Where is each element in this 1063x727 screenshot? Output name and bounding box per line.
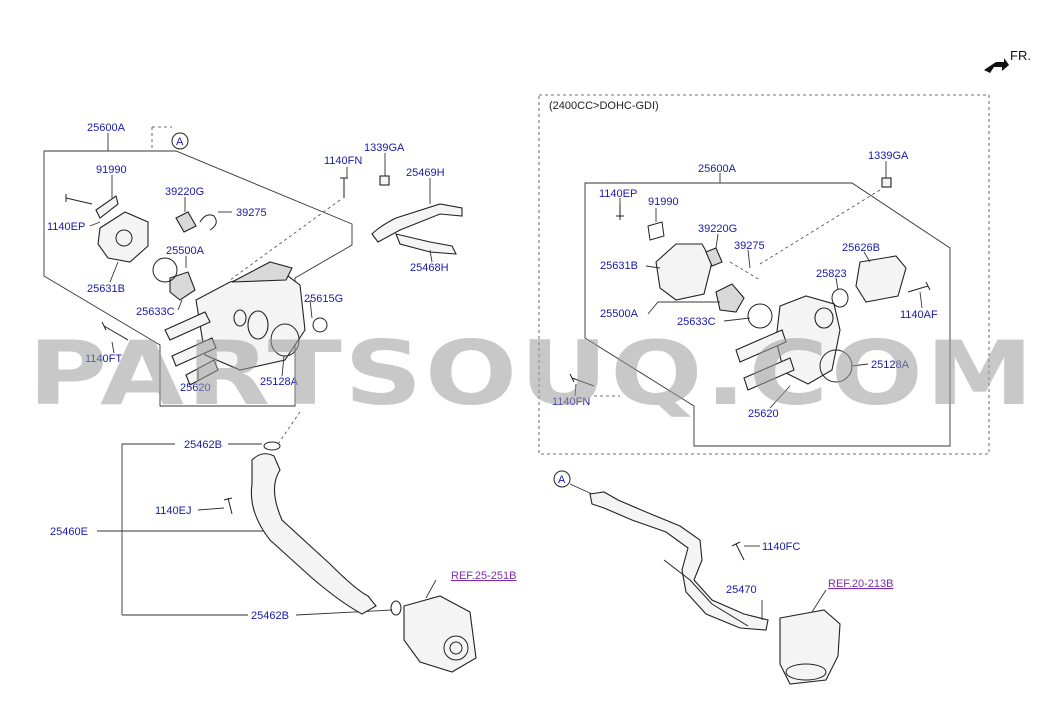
callout-circle-a-left[interactable] <box>171 132 189 150</box>
label-1140af[interactable]: 1140AF <box>900 309 938 321</box>
variant-label: (2400CC>DOHC-GDI) <box>549 100 659 112</box>
label-1140ep-right[interactable]: 1140EP <box>599 188 637 200</box>
label-1140ft[interactable]: 1140FT <box>85 353 122 365</box>
label-25823[interactable]: 25823 <box>816 268 847 280</box>
label-25631b-left[interactable]: 25631B <box>87 283 125 295</box>
label-25633c-right[interactable]: 25633C <box>677 316 716 328</box>
oring-25462b-top[interactable] <box>263 441 281 451</box>
label-1140ep-left[interactable]: 1140EP <box>47 221 85 233</box>
lower-right-pipe-assembly: A 1140FC 25470 REF.20-213B <box>553 470 893 685</box>
bolt-1140fn-right[interactable] <box>569 373 595 387</box>
water-outlet-cover-left[interactable] <box>97 211 149 263</box>
label-25460e[interactable]: 25460E <box>50 526 88 538</box>
hose-25468h[interactable] <box>395 233 457 255</box>
label-25620-right[interactable]: 25620 <box>748 408 779 420</box>
label-1140fn-left[interactable]: 1140FN <box>324 155 362 167</box>
coolant-pipe-25470[interactable] <box>589 491 769 631</box>
gasket-ring-left[interactable] <box>152 257 178 283</box>
bolt-1140ej[interactable] <box>223 497 233 515</box>
clip-left[interactable] <box>199 214 217 231</box>
bolt-1140fn-left[interactable] <box>340 177 348 198</box>
lower-left-hose-assembly: 25462B 1140EJ 25460E 25462B REF.25-251B <box>50 411 516 673</box>
label-25600a-left[interactable]: 25600A <box>87 122 126 134</box>
label-25470[interactable]: 25470 <box>726 584 757 596</box>
right-thermostat-assembly: (2400CC>DOHC-GDI) <box>538 94 990 455</box>
label-39275-right[interactable]: 39275 <box>734 240 765 252</box>
thermostat-right[interactable] <box>715 283 745 313</box>
label-25500a-right[interactable]: 25500A <box>600 308 639 320</box>
front-arrow-icon <box>984 58 1009 73</box>
bracket-91990-right[interactable] <box>647 221 665 241</box>
oring-25462b-bottom[interactable] <box>390 600 402 616</box>
bolt-1140ft[interactable] <box>101 321 129 341</box>
water-pump[interactable] <box>403 595 477 673</box>
oil-cooler[interactable] <box>779 609 841 685</box>
variant-dashed-box <box>538 94 990 455</box>
oring-25615g[interactable] <box>312 317 328 333</box>
temp-sensor-left[interactable] <box>175 211 197 233</box>
label-25468h[interactable]: 25468H <box>410 262 449 274</box>
label-1140ej[interactable]: 1140EJ <box>155 505 192 517</box>
label-39220g-right[interactable]: 39220G <box>698 223 737 235</box>
label-39275-left[interactable]: 39275 <box>236 207 267 219</box>
right-assembly-frame <box>584 182 951 447</box>
thermostat-left[interactable] <box>169 271 196 301</box>
label-25600a-right[interactable]: 25600A <box>698 163 737 175</box>
label-25615g[interactable]: 25615G <box>304 293 343 305</box>
label-25128a-left[interactable]: 25128A <box>260 376 299 388</box>
label-1140fn-right[interactable]: 1140FN <box>552 396 590 408</box>
callout-label-a-left: A <box>176 136 184 148</box>
left-callout-leader <box>151 126 172 151</box>
label-25633c-left[interactable]: 25633C <box>136 306 175 318</box>
nut-1339ga-right[interactable] <box>881 177 892 188</box>
label-91990-right[interactable]: 91990 <box>648 196 679 208</box>
label-25462b-bottom[interactable]: 25462B <box>251 610 289 622</box>
water-outlet-cover-right[interactable] <box>655 243 713 301</box>
callout-label-a-right: A <box>558 474 566 486</box>
label-25620-left[interactable]: 25620 <box>180 382 211 394</box>
label-1140fc[interactable]: 1140FC <box>762 541 800 553</box>
ref-link-25-251b[interactable]: REF.25-251B <box>451 570 516 582</box>
front-direction-label: FR. <box>1010 48 1031 63</box>
bolt-1140ep-left[interactable] <box>65 194 93 205</box>
bolt-1140fc[interactable] <box>731 541 745 561</box>
hose-25469h[interactable] <box>371 203 463 243</box>
label-25631b-right[interactable]: 25631B <box>600 260 638 272</box>
label-1339ga-right[interactable]: 1339GA <box>868 150 909 162</box>
label-25462b-top[interactable]: 25462B <box>184 439 222 451</box>
label-1339ga-left[interactable]: 1339GA <box>364 142 405 154</box>
bolt-1140ep-right[interactable] <box>616 204 624 220</box>
oring-25823[interactable] <box>831 288 849 308</box>
water-outlet-25626b[interactable] <box>855 255 907 303</box>
front-direction-indicator: FR. <box>984 48 1031 73</box>
bolt-1140af[interactable] <box>907 281 931 293</box>
gasket-25128a-left[interactable] <box>270 323 300 357</box>
label-91990-left[interactable]: 91990 <box>96 164 127 176</box>
water-hose-25460e[interactable] <box>250 453 377 615</box>
temp-sensor-right[interactable] <box>705 247 723 267</box>
label-25128a-right[interactable]: 25128A <box>871 359 910 371</box>
left-thermostat-assembly: A <box>43 122 463 407</box>
watermark: PARTSOUQ.COM <box>28 322 1036 425</box>
label-25500a-left[interactable]: 25500A <box>166 245 205 257</box>
callout-circle-a-right[interactable] <box>553 470 571 488</box>
label-25469h[interactable]: 25469H <box>406 167 445 179</box>
label-25626b[interactable]: 25626B <box>842 242 880 254</box>
gasket-ring-right[interactable] <box>747 303 773 329</box>
nut-1339ga-left[interactable] <box>379 175 390 186</box>
label-39220g-left[interactable]: 39220G <box>165 186 204 198</box>
ref-link-20-213b[interactable]: REF.20-213B <box>828 578 893 590</box>
